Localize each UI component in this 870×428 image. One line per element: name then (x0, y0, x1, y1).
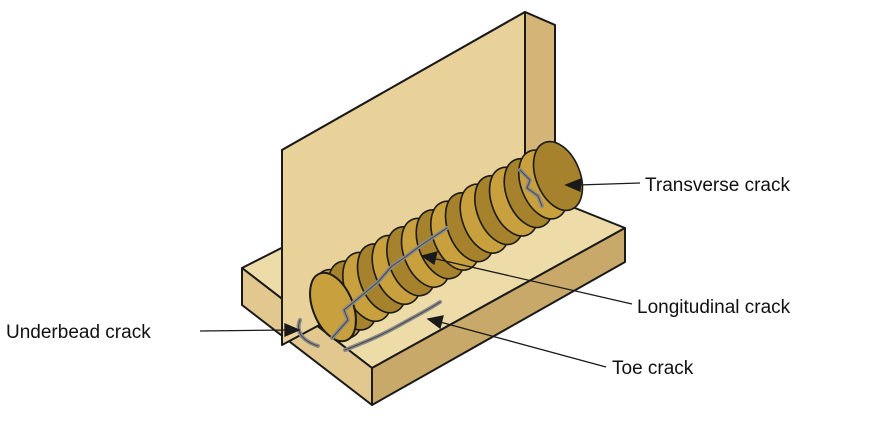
toe-arrowhead (426, 315, 444, 330)
longitudinal-crack-outline (331, 227, 448, 339)
transverse-leader (577, 182, 641, 186)
longitudinal-arrowhead (420, 251, 438, 266)
underbead-crack-outline (298, 319, 319, 347)
longitudinal-crack-label: Longitudinal crack (637, 297, 791, 318)
toe-crack-label: Toe crack (612, 358, 694, 379)
underbead-crack-label: Underbead crack (6, 322, 151, 343)
weld-ripple (532, 140, 584, 212)
transverse-crack-label: Transverse crack (645, 175, 790, 196)
transverse-arrowhead (564, 178, 582, 192)
underbead-arrowhead (284, 323, 301, 337)
cracks (296, 168, 544, 352)
toe-leader (439, 321, 607, 368)
underbead-leader (199, 329, 288, 332)
toe-crack-outline (344, 301, 441, 351)
base-plate-side-face (371, 227, 626, 406)
longitudinal-leader (431, 257, 633, 305)
transverse-crack-outline (519, 169, 543, 207)
leaders (199, 178, 641, 368)
